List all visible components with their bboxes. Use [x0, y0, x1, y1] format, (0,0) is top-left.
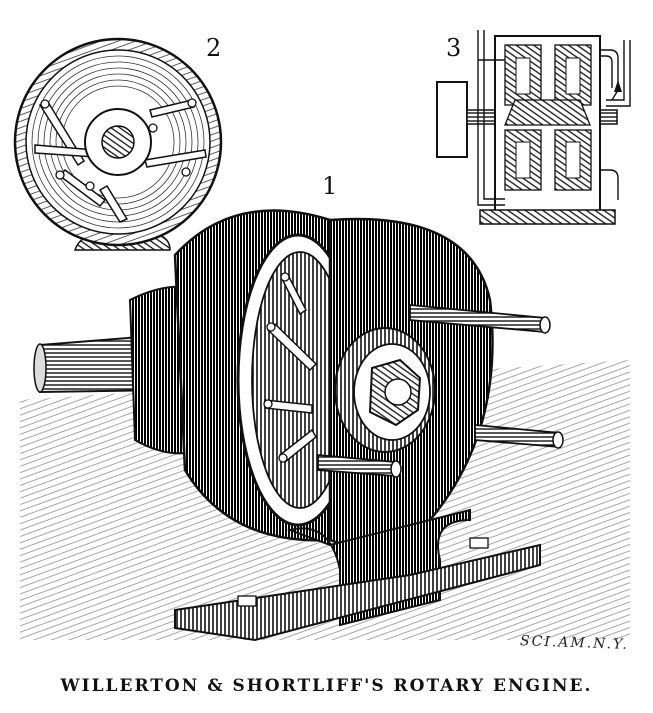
- figure-1-rotary-engine: [20, 209, 630, 642]
- figure-3-label: 3: [446, 34, 462, 62]
- figure-1-label: 1: [322, 172, 338, 200]
- figure-2-disc-view: [13, 37, 223, 251]
- figure-3-cross-section: [436, 30, 631, 225]
- figure-2-label: 2: [206, 34, 222, 62]
- figure-caption: WILLERTON & SHORTLIFF'S ROTARY ENGINE.: [60, 676, 593, 696]
